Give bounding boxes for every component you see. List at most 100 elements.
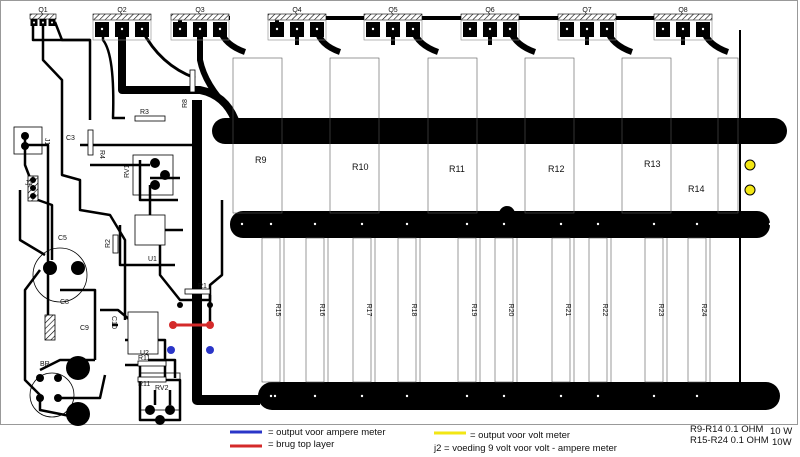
ampere-output-pad	[167, 346, 175, 354]
middle-bus	[230, 211, 770, 238]
label-r11b: R11	[138, 381, 150, 388]
small-components	[13, 69, 211, 418]
label-rv1: RV1	[124, 164, 131, 178]
power-resistor-r24: R24	[687, 237, 711, 383]
label-j2: J2	[25, 180, 33, 187]
power-resistor-r22: R22	[588, 237, 612, 383]
br-outline	[29, 372, 75, 418]
label-q6: Q6	[485, 7, 494, 14]
label-br: BR	[40, 361, 50, 368]
c5-outline	[32, 247, 88, 303]
legend-j2-note: j2 = voeding 9 volt voor volt - ampere m…	[433, 443, 617, 454]
label-q5: Q5	[388, 7, 397, 14]
label-r4: R4	[98, 150, 105, 159]
power-resistor-r18: R18	[397, 237, 421, 383]
power-resistor-r17: R17	[352, 237, 376, 383]
power-resistor-r19: R19	[457, 237, 481, 383]
pads	[21, 132, 213, 426]
label-r11: R11	[138, 355, 150, 362]
transistor-q1: Q1	[29, 7, 57, 26]
volt-output-pad	[744, 184, 756, 196]
power-resistor-r23: R23	[644, 237, 668, 383]
label-q2: Q2	[117, 7, 126, 14]
transistor-q7: Q7	[557, 7, 617, 41]
bottom-bus	[258, 382, 780, 410]
transistor-q4: Q4	[267, 7, 327, 41]
label-r24: R24	[700, 304, 707, 317]
power-resistor-r13: R13	[621, 57, 672, 214]
label-r15: R15	[274, 304, 281, 317]
spec-r15-r24-watt: 10W	[772, 437, 792, 448]
label-r10: R10	[352, 162, 369, 172]
r2-body	[112, 234, 119, 254]
transistor-q3: Q3	[170, 7, 230, 41]
label-r1: R1	[198, 283, 207, 290]
label-c8: C8	[60, 299, 69, 306]
power-resistor-r15: R15	[261, 237, 285, 383]
label-r23: R23	[657, 304, 664, 317]
legend-yellow-text: = output voor volt meter	[470, 430, 570, 441]
label-u1: U1	[148, 256, 157, 263]
power-resistor-r12: R12	[524, 57, 575, 214]
spec-r15-r24: R15-R24 0.1 OHM	[690, 435, 769, 446]
j-connector	[44, 314, 56, 341]
label-r14: R14	[688, 184, 705, 194]
transistor-group: Q1 Q2 Q3 Q4 Q5 Q6 Q7 Q8	[29, 7, 713, 41]
power-resistor-r10: R10	[329, 57, 380, 214]
r11-body	[137, 360, 167, 367]
label-r17: R17	[365, 304, 372, 317]
label-j1: J1	[43, 138, 50, 146]
label-q4: Q4	[292, 7, 301, 14]
rv1-outline	[132, 154, 174, 196]
transistor-q5: Q5	[363, 7, 423, 41]
label-r19: R19	[470, 304, 477, 317]
component-labels: R3 R4 C3 R8 RV1 J1 J2 R2 U1 C5 C8 C9 C10…	[25, 99, 207, 392]
label-c10: C10	[110, 316, 117, 329]
label-r13: R13	[644, 159, 661, 169]
label-r18: R18	[410, 304, 417, 317]
power-resistor-r20: R20	[494, 237, 518, 383]
power-resistor-r11: R11	[427, 57, 478, 214]
label-q8: Q8	[678, 7, 687, 14]
legend-blue-text: = output voor ampere meter	[268, 427, 386, 438]
power-resistor-bottom-group: R15 R16 R17 R18 R19 R20 R21 R22 R23 R24	[261, 237, 711, 383]
power-resistor-r21: R21	[551, 237, 575, 383]
u2-body	[127, 311, 159, 355]
label-u2: U2	[140, 350, 149, 357]
label-q3: Q3	[195, 7, 204, 14]
power-resistor-r14: R14	[688, 57, 739, 214]
label-c3: C3	[66, 135, 75, 142]
legend: = output voor ampere meter = brug top la…	[230, 424, 792, 454]
u1-body	[134, 214, 166, 246]
label-c5: C5	[58, 235, 67, 242]
top-bus	[212, 118, 787, 144]
transistor-q6: Q6	[460, 7, 520, 41]
label-r3: R3	[140, 109, 149, 116]
ampere-output-pad	[206, 346, 214, 354]
transistor-q2: Q2	[92, 7, 152, 41]
label-rv2: RV2	[155, 385, 169, 392]
spec-r9-r14-watt: 10 W	[770, 426, 792, 437]
power-resistor-r9: R9	[232, 57, 283, 214]
transistor-q8: Q8	[653, 7, 713, 41]
label-q7: Q7	[582, 7, 591, 14]
spec-r9-r14: R9-R14 0.1 OHM	[690, 424, 763, 435]
label-r11: R11	[449, 164, 465, 174]
label-r21: R21	[564, 304, 571, 317]
label-r16: R16	[318, 304, 325, 317]
label-r2: R2	[105, 239, 112, 248]
power-resistor-r16: R16	[305, 237, 329, 383]
label-r12: R12	[548, 164, 565, 174]
legend-red-text: = brug top layer	[268, 439, 334, 450]
r11b-body	[137, 376, 167, 383]
label-c9: C9	[80, 325, 89, 332]
r1-body	[184, 288, 211, 295]
label-r9: R9	[255, 155, 267, 165]
r3-body	[134, 115, 166, 122]
label-r8: R8	[182, 99, 189, 108]
label-q1: Q1	[38, 7, 47, 14]
r4-body	[87, 129, 94, 156]
